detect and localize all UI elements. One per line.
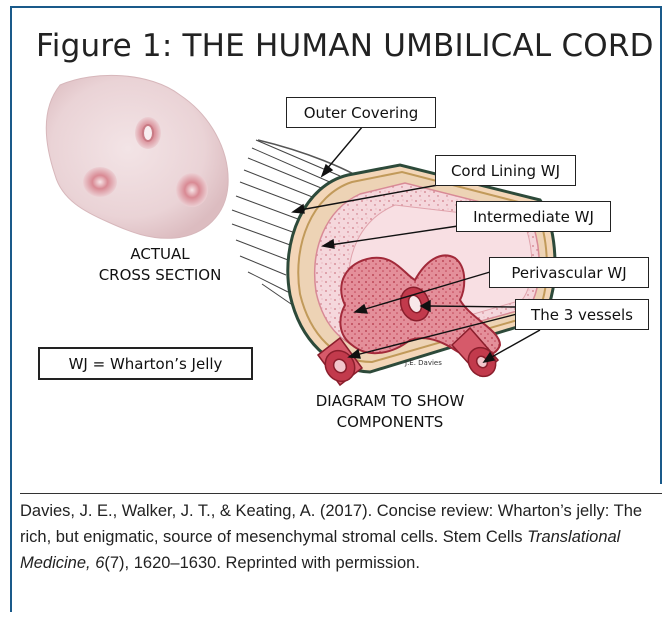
figure-caption: Davies, J. E., Walker, J. T., & Keating,… bbox=[20, 498, 660, 576]
actual-cross-section-photo bbox=[46, 75, 228, 238]
label-intermediate: Intermediate WJ bbox=[456, 201, 611, 232]
actual-cross-section-label: ACTUAL CROSS SECTION bbox=[60, 244, 260, 286]
caption-divider bbox=[20, 493, 662, 494]
artist-signature: J.E. Davies bbox=[405, 359, 442, 367]
actual-label-line1: ACTUAL bbox=[60, 244, 260, 265]
caption-text-2: (7), 1620–1630. Reprinted with permissio… bbox=[104, 554, 420, 572]
label-outer-covering: Outer Covering bbox=[286, 97, 436, 128]
actual-label-line2: CROSS SECTION bbox=[60, 265, 260, 286]
diagram-label-line1: DIAGRAM TO SHOW bbox=[275, 391, 505, 412]
label-three-vessels: The 3 vessels bbox=[515, 299, 649, 330]
label-cord-lining: Cord Lining WJ bbox=[435, 155, 576, 186]
diagram-label: DIAGRAM TO SHOW COMPONENTS bbox=[275, 391, 505, 433]
label-perivascular: Perivascular WJ bbox=[489, 257, 649, 288]
legend-wharton-jelly: WJ = Wharton’s Jelly bbox=[38, 347, 253, 380]
diagram-label-line2: COMPONENTS bbox=[275, 412, 505, 433]
